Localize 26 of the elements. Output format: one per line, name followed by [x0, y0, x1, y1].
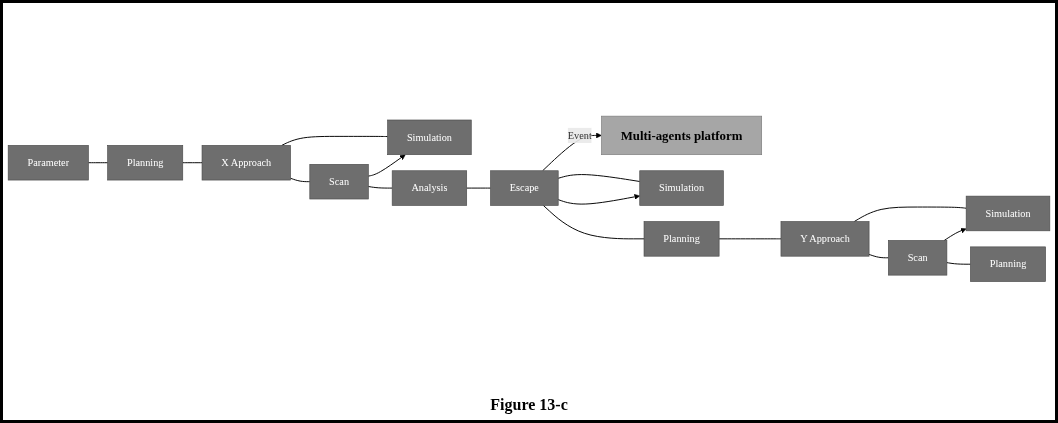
node-box: Parameter — [7, 144, 89, 180]
connector — [367, 185, 393, 189]
node-box: Simulation — [387, 119, 472, 155]
connector — [182, 161, 203, 163]
figure-caption: Figure 13-c — [490, 395, 568, 416]
node-box: Scan — [888, 239, 948, 276]
connector — [542, 204, 645, 239]
connector — [868, 253, 889, 258]
node-box: Planning — [107, 144, 184, 180]
node-box: Simulation — [965, 195, 1051, 231]
node-box: X Approach — [201, 144, 291, 180]
node-box: Analysis — [391, 170, 467, 206]
connector — [946, 261, 971, 265]
node-box: Simulation — [639, 170, 724, 206]
node-box: Planning — [643, 220, 720, 257]
node-box: Y Approach — [780, 220, 870, 257]
connector — [281, 135, 389, 146]
edge-label: Event — [567, 129, 592, 141]
connector — [853, 206, 967, 222]
connector — [87, 161, 109, 163]
node-box: Multi-agents platform — [601, 115, 762, 155]
connector — [557, 173, 641, 182]
connector — [290, 177, 311, 182]
node-box: Escape — [490, 170, 559, 206]
node-box: Scan — [309, 163, 369, 199]
node-box: Planning — [970, 246, 1046, 282]
